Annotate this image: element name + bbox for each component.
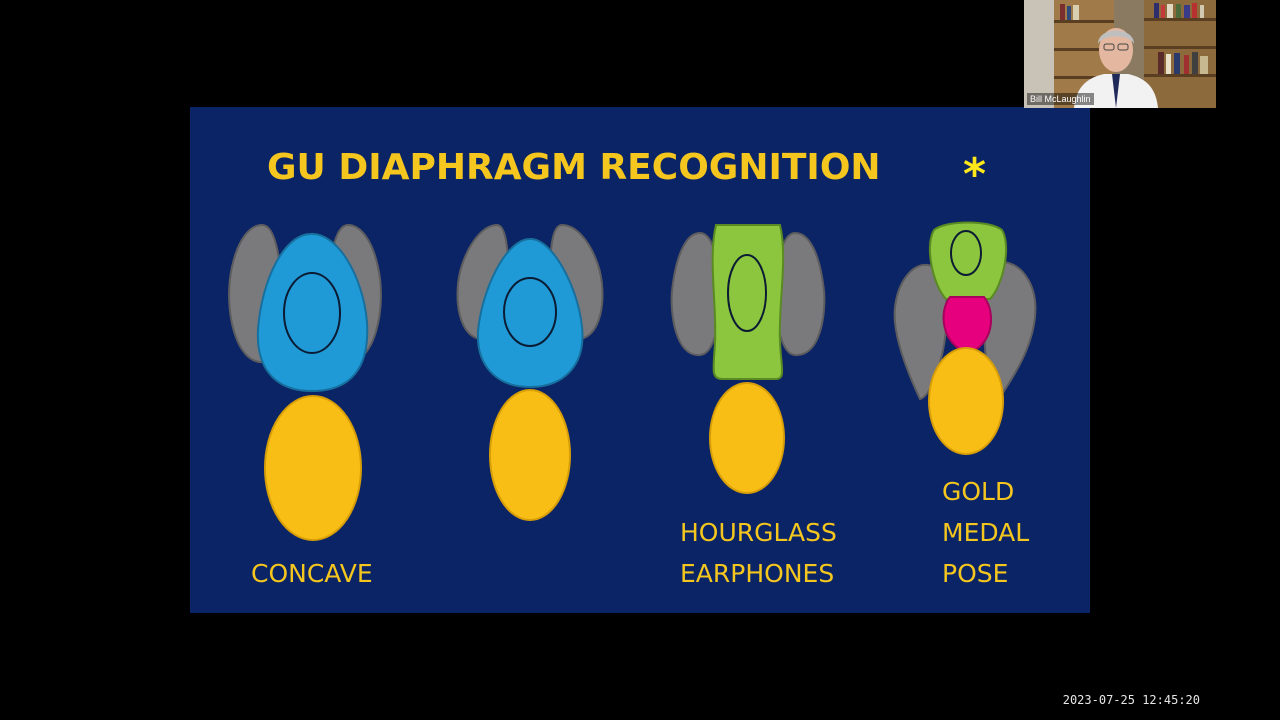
webcam-video-feed: [1024, 0, 1216, 108]
blue-shape: [256, 232, 369, 393]
diagram-second: [456, 223, 604, 521]
timestamp: 2023-07-25 12:45:20: [1062, 693, 1200, 707]
label-line: GOLD: [942, 477, 1015, 506]
gold-oval: [709, 382, 785, 494]
label-line: EARPHONES: [680, 559, 835, 588]
inner-oval: [950, 230, 982, 276]
label-line: MEDAL: [942, 518, 1030, 547]
diagram-illustrations: [228, 221, 1037, 541]
label-line: HOURGLASS: [680, 518, 837, 547]
green-shape: [929, 221, 1007, 300]
gold-oval: [928, 347, 1004, 455]
diagram-concave: [228, 223, 382, 541]
blue-shape: [476, 237, 584, 389]
presenter-name-tag: Bill McLaughlin: [1027, 93, 1094, 105]
label-hourglass-earphones: HOURGLASS EARPHONES: [680, 512, 837, 594]
label-line: CONCAVE: [251, 559, 373, 588]
gold-oval: [489, 389, 571, 521]
diagram-gold-medal: [893, 221, 1037, 455]
webcam-thumbnail[interactable]: Bill McLaughlin: [1024, 0, 1216, 108]
label-line: POSE: [942, 559, 1009, 588]
gold-star-marker: *: [963, 149, 987, 200]
green-shape: [711, 224, 785, 380]
label-gold-medal-pose: GOLD MEDAL POSE: [942, 471, 1029, 594]
inner-oval: [727, 254, 767, 332]
label-concave: CONCAVE: [251, 553, 373, 594]
inner-oval: [503, 277, 557, 347]
presentation-slide: GU DIAPHRAGM RECOGNITION *: [190, 107, 1090, 613]
inner-oval: [283, 272, 341, 354]
diagram-hourglass: [670, 224, 826, 494]
gold-oval: [264, 395, 362, 541]
slide-title: GU DIAPHRAGM RECOGNITION: [267, 147, 881, 188]
